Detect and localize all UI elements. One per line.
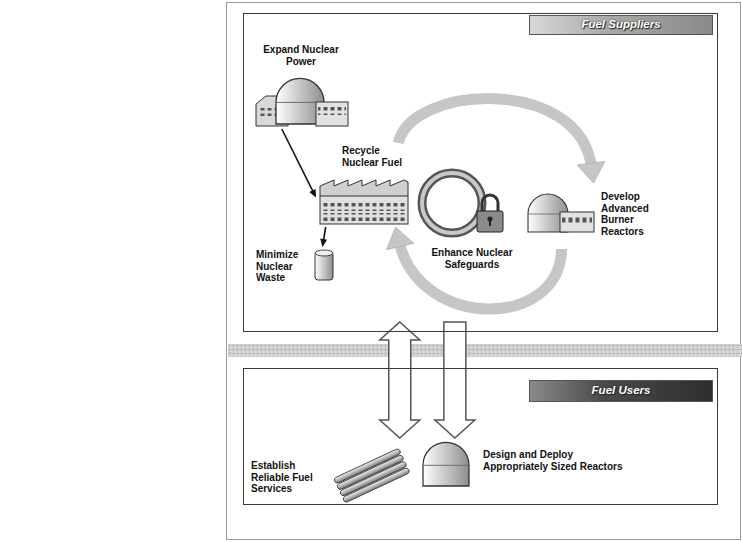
process-node: Recycle Nuclear Fuel (316, 143, 413, 227)
flow-arrow (282, 129, 316, 198)
arrow-line (323, 227, 325, 241)
process-node: Establish Reliable Fuel Services (249, 446, 403, 503)
node-label: Develop Advanced Burner Reactors (601, 191, 663, 237)
arrow-band (399, 243, 561, 309)
process-node: Expand Nuclear Power (253, 41, 349, 129)
page-frame (227, 3, 741, 540)
flow-arrow (320, 227, 327, 247)
node-label: Recycle Nuclear Fuel (342, 145, 410, 168)
header-band: Fuel Suppliers (529, 15, 713, 35)
safeguard-ring-lock-icon (422, 173, 503, 233)
group-panel: Fuel UsersEstablish Reliable Fuel Servic… (243, 368, 718, 505)
cycle-arrow (398, 99, 604, 183)
node-label: Minimize Nuclear Waste (256, 249, 310, 284)
node-label: Enhance Nuclear Safeguards (429, 247, 515, 270)
group-panel: Fuel SuppliersExpand Nuclear PowerRecycl… (243, 13, 718, 332)
arrow-head (320, 239, 327, 247)
panel-heading: Fuel Suppliers (581, 18, 660, 31)
cycle-arrow (387, 227, 562, 309)
arrow-head (309, 189, 316, 198)
panel-heading: Fuel Users (592, 384, 651, 397)
process-node: Enhance Nuclear Safeguards (419, 169, 517, 286)
fuel-rods-icon (333, 448, 410, 503)
process-node: Design and Deploy Appropriately Sized Re… (419, 439, 637, 494)
arrow-head (577, 161, 605, 183)
process-node: Minimize Nuclear Waste (256, 247, 339, 286)
node-label: Expand Nuclear Power (261, 44, 341, 67)
block-arrow (380, 322, 420, 438)
burner-reactor-icon (528, 194, 594, 232)
waste-canister-icon (315, 250, 333, 280)
process-node: Develop Advanced Burner Reactors (521, 183, 666, 249)
arrow-line (282, 129, 314, 192)
connector-band (228, 344, 742, 357)
header-band: Fuel Users (529, 380, 713, 402)
node-label: Establish Reliable Fuel Services (251, 460, 335, 495)
reactor-complex-icon (256, 78, 348, 126)
block-arrow-shape (380, 322, 420, 438)
block-arrow (435, 322, 475, 438)
small-reactor-icon (423, 442, 469, 486)
node-label: Design and Deploy Appropriately Sized Re… (483, 449, 633, 472)
arrow-head (387, 227, 414, 250)
recycling-plant-icon (320, 180, 408, 224)
block-arrow-shape (435, 322, 475, 438)
arrow-band (398, 99, 591, 167)
